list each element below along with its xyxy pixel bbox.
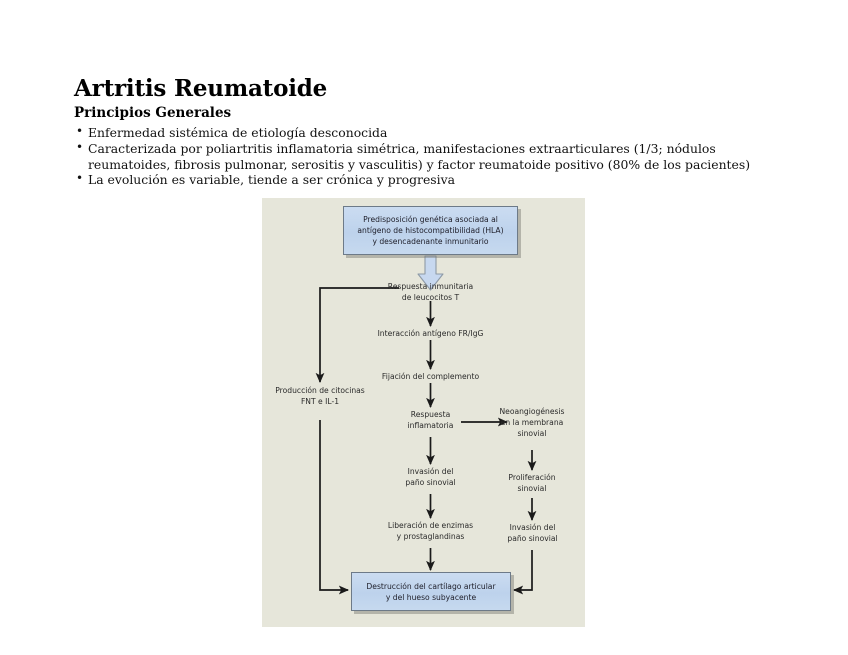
general-principles-list: Enfermedad sistémica de etiología descon… [74,124,774,189]
list-item: Enfermedad sistémica de etiología descon… [74,124,774,141]
pathogenesis-flowchart: Predisposición genética asociada al antí… [262,198,585,627]
node-text: Predisposición genética asociada al antí… [357,215,504,246]
section-subtitle: Principios Generales [74,105,232,122]
node-immune-response: Respuesta inmunitaria de leucocitos T [387,282,474,302]
flowchart-connectors [315,255,537,595]
list-item: Caracterizada por poliartritis inflamato… [74,140,774,173]
node-neoangiogenesis: Neoangiogénesis en la membrana sinovial [499,407,565,438]
node-cytokine-production: Producción de citocinas FNT e IL-1 [275,386,365,406]
node-synovial-proliferation: Proliferación sinovial [508,473,556,493]
node-inflammatory-response: Respuesta inflamatoria [407,410,454,430]
node-cartilage-destruction[interactable]: Destrucción del cartílago articular y de… [351,572,511,611]
node-antigen-interaction: Interacción antígeno FR/IgG [377,329,484,338]
node-complement-fixation: Fijación del complemento [381,372,480,381]
node-pannus-invasion-right: Invasión del paño sinovial [507,523,558,543]
block-arrow-icon [417,255,444,291]
node-genetic-predisposition[interactable]: Predisposición genética asociada al antí… [343,206,518,255]
node-enzyme-release: Liberación de enzimas y prostaglandinas [387,521,474,541]
document-text-block: Artritis Reumatoide Principios Generales… [74,76,774,188]
node-text: Destrucción del cartílago articular y de… [366,581,496,602]
page-title: Artritis Reumatoide [74,75,328,102]
list-item: La evolución es variable, tiende a ser c… [74,171,774,188]
node-pannus-invasion-center: Invasión del paño sinovial [405,467,456,487]
